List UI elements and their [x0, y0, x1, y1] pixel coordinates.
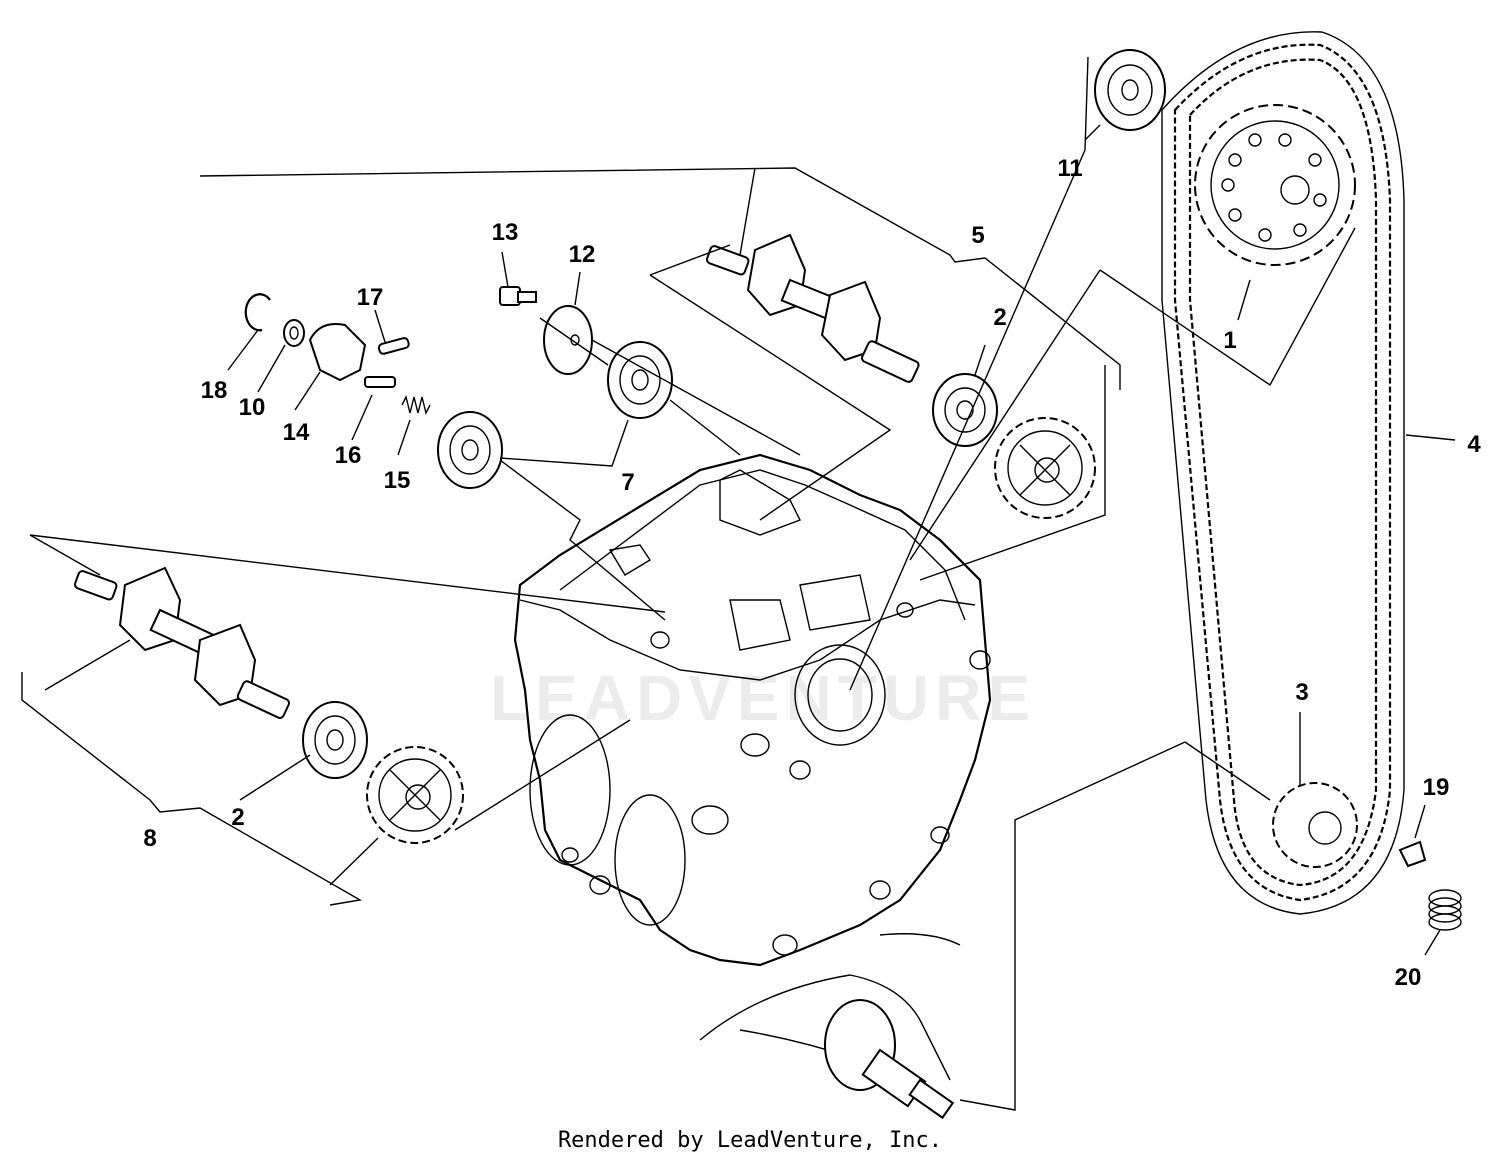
watermark: LEADVENTURE — [490, 662, 1036, 734]
callout-17: 17 — [357, 284, 384, 311]
bearing-left — [302, 701, 368, 779]
bearing-7b — [437, 411, 503, 489]
bearing-7a — [607, 341, 673, 419]
washer-12 — [543, 305, 593, 375]
callout-18: 18 — [201, 377, 228, 404]
leader-lines — [21, 56, 1456, 1111]
callout-10: 10 — [239, 394, 266, 421]
spring-15 — [401, 394, 431, 416]
bearing-11 — [1094, 49, 1166, 131]
pin-16 — [364, 376, 396, 388]
crankshaft — [699, 933, 961, 1120]
camshaft-left — [73, 566, 290, 719]
callout-7: 7 — [621, 469, 634, 496]
cam-sprocket-left — [366, 746, 464, 844]
callout-8: 8 — [143, 825, 156, 852]
callout-3: 3 — [1295, 679, 1308, 706]
callout-12: 12 — [569, 241, 596, 268]
cam-sprocket-right — [994, 417, 1096, 519]
callout-4: 4 — [1467, 431, 1481, 458]
key-19 — [1398, 840, 1427, 868]
pin-17 — [377, 337, 410, 355]
callout-1: 1 — [1223, 327, 1236, 354]
callout-labels: 1 2 2 3 4 5 7 8 10 11 12 13 14 15 16 17 … — [143, 155, 1481, 991]
callout-14: 14 — [283, 419, 310, 446]
spring-20 — [1428, 889, 1462, 931]
camshaft-right — [705, 233, 920, 383]
callout-5: 5 — [971, 222, 984, 249]
decompressor-14 — [308, 323, 367, 382]
sprocket-1 — [1194, 104, 1356, 266]
footer-credit: Rendered by LeadVenture, Inc. — [557, 1128, 943, 1153]
sprocket-3 — [1272, 782, 1358, 868]
circlip-18 — [244, 293, 271, 332]
callout-2-right: 2 — [993, 304, 1006, 331]
washer-10 — [283, 319, 305, 347]
callout-11: 11 — [1057, 155, 1082, 182]
callout-2-left: 2 — [231, 804, 244, 831]
callout-16: 16 — [335, 442, 362, 469]
callout-15: 15 — [384, 467, 411, 494]
callout-13: 13 — [492, 219, 519, 246]
callout-20: 20 — [1395, 964, 1422, 991]
bolt-13 — [499, 286, 537, 306]
bearing-right — [932, 373, 998, 447]
timing-chain — [1161, 31, 1405, 915]
callout-19: 19 — [1423, 774, 1450, 801]
cylinder-head-block — [513, 453, 992, 967]
